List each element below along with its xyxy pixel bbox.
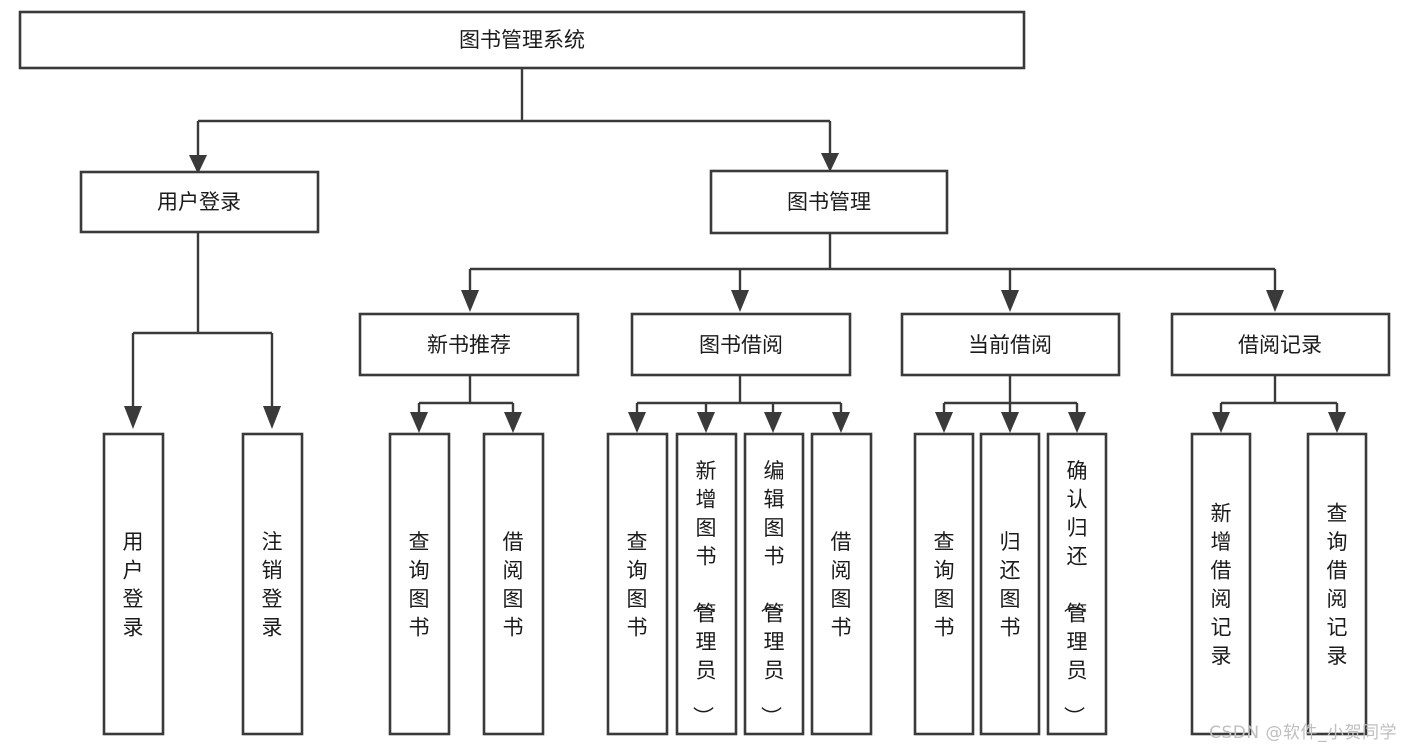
- connector-user-login-branch: [131, 232, 274, 409]
- arrow-to-borrow-book-2: [832, 412, 850, 433]
- leaf-logout-box[interactable]: [241, 432, 304, 736]
- leaf-node-add-book-admin[interactable]: 新增图书（管理员）: [675, 432, 738, 736]
- node-new-book-recommend[interactable]: 新书推荐: [358, 312, 580, 377]
- leaf-node-query-book-borrow[interactable]: 查询图书: [606, 432, 669, 736]
- leaf-node-user-login[interactable]: 用户登录: [102, 432, 165, 736]
- arrow-to-logout-leaf: [263, 406, 281, 429]
- leaf-node-borrow-book[interactable]: 借阅图书: [810, 432, 873, 736]
- arrow-to-query-book-1: [410, 412, 428, 433]
- leaf-return-book-box[interactable]: [979, 432, 1041, 736]
- leaf-query-book-3-label: 查询图书: [934, 530, 955, 640]
- current-borrow-node-label: 当前借阅: [968, 333, 1052, 357]
- leaf-add-book-box[interactable]: [675, 432, 738, 736]
- book-management-node-box[interactable]: [709, 169, 949, 235]
- leaf-query-book-1-label: 查询图书: [409, 530, 430, 640]
- node-user-login[interactable]: 用户登录: [79, 170, 320, 234]
- arrow-to-book-manage: [821, 153, 839, 172]
- leaf-query-record-label: 查询借阅记录: [1327, 502, 1348, 669]
- leaf-node-borrow-book-recommend[interactable]: 借阅图书: [482, 432, 545, 736]
- leaf-user-login-label: 用户登录: [123, 530, 144, 640]
- arrow-to-borrow-book-1: [504, 412, 522, 433]
- leaf-borrow-book-1-label: 借阅图书: [503, 530, 524, 640]
- root-node-box[interactable]: [18, 10, 1026, 70]
- leaf-node-confirm-return-admin[interactable]: 确认归还（管理员）: [1046, 432, 1108, 736]
- leaf-borrow-book-1-box[interactable]: [482, 432, 545, 736]
- leaf-query-book-2-label: 查询图书: [627, 530, 648, 640]
- node-book-management[interactable]: 图书管理: [709, 169, 949, 235]
- leaf-user-login-box[interactable]: [102, 432, 165, 736]
- root-node-label: 图书管理系统: [459, 28, 585, 52]
- node-current-borrow[interactable]: 当前借阅: [900, 312, 1121, 377]
- arrow-to-query-record: [1328, 412, 1346, 433]
- node-borrow-record[interactable]: 借阅记录: [1170, 312, 1391, 377]
- leaf-node-logout[interactable]: 注销登录: [241, 432, 304, 736]
- leaf-query-book-2-box[interactable]: [606, 432, 669, 736]
- leaf-node-edit-book-admin[interactable]: 编辑图书（管理员）: [743, 432, 805, 736]
- connector-group-new-book-to-leaves: [410, 375, 522, 433]
- leaf-edit-book-label: 编辑图书（管理员）: [759, 459, 785, 727]
- leaf-logout-label: 注销登录: [262, 530, 283, 640]
- connector-group-user-login-to-leaves: [124, 232, 281, 429]
- book-management-node-label: 图书管理: [787, 190, 871, 214]
- new-book-recommend-node-label: 新书推荐: [427, 333, 511, 357]
- leaf-confirm-return-box[interactable]: [1046, 432, 1108, 736]
- borrow-record-node-box[interactable]: [1170, 312, 1391, 377]
- connector-book-borrow-branch: [635, 375, 843, 415]
- connector-current-borrow-branch: [942, 375, 1079, 415]
- current-borrow-node-box[interactable]: [900, 312, 1121, 377]
- leaf-add-record-box[interactable]: [1190, 432, 1252, 736]
- connector-book-manage-branch: [468, 233, 1277, 293]
- leaf-node-query-book-recommend[interactable]: 查询图书: [388, 432, 451, 736]
- book-borrow-node-label: 图书借阅: [699, 333, 783, 357]
- arrow-to-query-book-3: [935, 412, 953, 433]
- arrow-to-user-login-leaf: [124, 406, 142, 429]
- arrow-to-current-borrow: [1001, 290, 1019, 312]
- connector-group-borrow-record-to-leaves: [1212, 375, 1346, 433]
- node-root-book-management-system[interactable]: 图书管理系统: [18, 10, 1026, 70]
- borrow-record-node-label: 借阅记录: [1238, 333, 1322, 357]
- leaf-edit-book-box[interactable]: [743, 432, 805, 736]
- leaf-confirm-return-label: 确认归还（管理员）: [1062, 459, 1088, 727]
- leaf-borrow-book-2-label: 借阅图书: [831, 530, 852, 640]
- arrow-to-query-book-2: [628, 412, 646, 433]
- leaf-query-book-3-box[interactable]: [913, 432, 975, 736]
- leaf-node-add-borrow-record[interactable]: 新增借阅记录: [1190, 432, 1252, 736]
- connector-new-book-branch: [417, 375, 515, 415]
- connector-group-book-borrow-to-leaves: [628, 375, 850, 433]
- arrow-to-user-login: [189, 155, 207, 174]
- book-borrow-node-box[interactable]: [630, 312, 852, 377]
- user-login-node-box[interactable]: [79, 170, 320, 234]
- user-login-node-label: 用户登录: [157, 190, 241, 214]
- arrow-to-borrow-record: [1266, 290, 1284, 312]
- connector-borrow-record-branch: [1219, 375, 1339, 415]
- arrow-to-edit-book: [764, 412, 782, 433]
- connector-group-root-to-level2: [189, 68, 839, 174]
- arrow-to-new-book-recommend: [461, 290, 479, 312]
- leaf-add-book-label: 新增图书（管理员）: [691, 459, 717, 727]
- leaf-query-book-1-box[interactable]: [388, 432, 451, 736]
- arrow-to-add-record: [1212, 412, 1230, 433]
- new-book-recommend-node-box[interactable]: [358, 312, 580, 377]
- leaf-add-record-label: 新增借阅记录: [1211, 502, 1232, 669]
- leaf-query-record-box[interactable]: [1306, 432, 1368, 736]
- arrow-to-return-book: [1001, 412, 1019, 433]
- connector-group-current-borrow-to-leaves: [935, 375, 1086, 433]
- leaf-node-query-borrow-record[interactable]: 查询借阅记录: [1306, 432, 1368, 736]
- arrow-to-confirm-return: [1068, 412, 1086, 433]
- leaf-return-book-label: 归还图书: [1000, 530, 1021, 640]
- arrow-to-book-borrow: [731, 290, 749, 312]
- connector-root-branch: [196, 68, 832, 158]
- node-book-borrow[interactable]: 图书借阅: [630, 312, 852, 377]
- arrow-to-add-book: [697, 412, 715, 433]
- leaf-borrow-book-2-box[interactable]: [810, 432, 873, 736]
- connector-group-book-manage-to-level3: [461, 233, 1284, 312]
- leaf-node-return-book[interactable]: 归还图书: [979, 432, 1041, 736]
- leaf-node-query-book-current[interactable]: 查询图书: [913, 432, 975, 736]
